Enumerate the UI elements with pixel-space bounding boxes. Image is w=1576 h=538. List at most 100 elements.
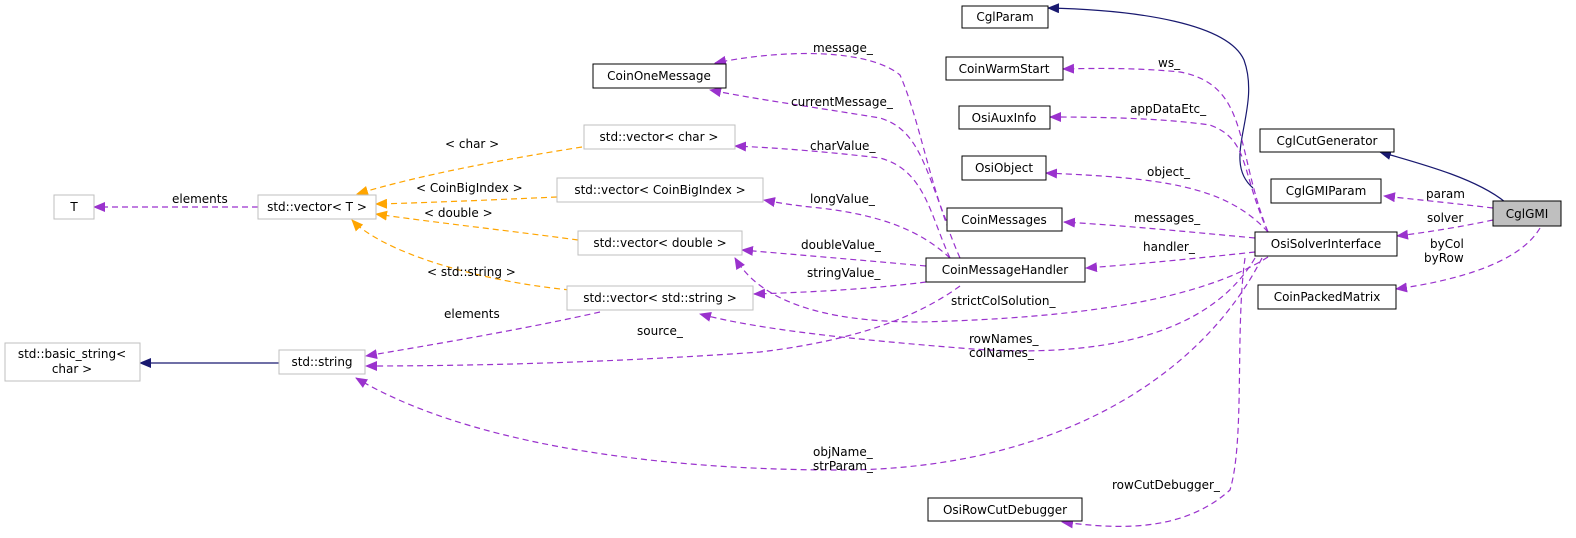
node-osiauxinfo[interactable]: OsiAuxInfo <box>958 105 1051 130</box>
edge-label-string-value: stringValue_ <box>807 266 881 280</box>
edge-bycol-byrow <box>1395 227 1541 293</box>
edge-label-message: message_ <box>813 41 874 55</box>
edge-label-param: param <box>1426 187 1465 201</box>
edge-param <box>1383 192 1494 209</box>
node-vector-char[interactable]: std::vector< char > <box>583 124 736 150</box>
svg-text:CoinMessageHandler: CoinMessageHandler <box>942 263 1069 277</box>
svg-text:std::vector< double >: std::vector< double > <box>593 236 726 250</box>
svg-text:char >: char > <box>52 362 92 376</box>
svg-text:CglCutGenerator: CglCutGenerator <box>1277 134 1378 148</box>
node-cglgmi[interactable]: CglGMI <box>1492 200 1562 227</box>
edge-label-byrow: byRow <box>1424 251 1464 265</box>
node-cglparam[interactable]: CglParam <box>961 5 1049 29</box>
edge-template-cbi <box>375 196 558 209</box>
edge-handler <box>1085 251 1256 273</box>
svg-text:OsiObject: OsiObject <box>975 161 1033 175</box>
edge-string-value <box>753 281 927 299</box>
edges <box>93 3 1541 529</box>
node-coinmessages[interactable]: CoinMessages <box>946 207 1063 232</box>
edge-label-handler: handler_ <box>1143 240 1196 254</box>
edge-current-message <box>709 87 951 231</box>
edge-label-solver: solver <box>1427 211 1463 225</box>
edge-ws <box>1062 63 1269 233</box>
node-t[interactable]: T <box>53 194 95 220</box>
svg-text:CoinMessages: CoinMessages <box>961 213 1047 227</box>
edge-row-cut-debugger <box>1061 257 1246 529</box>
node-vector-string[interactable]: std::vector< std::string > <box>566 285 754 311</box>
edge-source <box>365 285 961 371</box>
svg-text:OsiAuxInfo: OsiAuxInfo <box>972 111 1037 125</box>
edge-label-lt-cbi: < CoinBigIndex > <box>416 181 523 195</box>
edge-message <box>714 52 961 259</box>
edge-row-col-names <box>699 257 1256 352</box>
edge-messages <box>1063 217 1256 239</box>
node-coinpackedmatrix[interactable]: CoinPackedMatrix <box>1257 284 1397 310</box>
edge-cglgmi-inherits-cglcutgenerator <box>1379 150 1506 203</box>
edge-label-lt-char: < char > <box>445 137 499 151</box>
node-vector-coinbigindex[interactable]: std::vector< CoinBigIndex > <box>556 177 764 203</box>
edge-template-string <box>351 219 571 291</box>
node-coinwarmstart[interactable]: CoinWarmStart <box>945 56 1064 81</box>
nodes: CglParam CoinWarmStart CoinOneMessage Os… <box>4 5 1562 522</box>
edge-double-value <box>741 245 927 267</box>
svg-text:T: T <box>69 200 78 214</box>
edge-label-bycol: byCol <box>1430 237 1464 251</box>
svg-text:CglGMI: CglGMI <box>1506 207 1549 221</box>
node-cglgmiparam[interactable]: CglGMIParam <box>1270 178 1382 204</box>
svg-text:std::basic_string<: std::basic_string< <box>18 347 126 361</box>
edge-label-double-value: doubleValue_ <box>801 238 882 252</box>
edge-label-long-value: longValue_ <box>810 192 876 206</box>
svg-text:OsiSolverInterface: OsiSolverInterface <box>1271 237 1381 251</box>
edge-label-current-message: currentMessage_ <box>791 95 894 109</box>
edge-label-strparam: strParam_ <box>813 459 874 473</box>
node-osiobject[interactable]: OsiObject <box>961 155 1047 181</box>
edge-app-data <box>1049 112 1269 233</box>
edge-label-strict-col: strictColSolution_ <box>951 294 1056 308</box>
edge-cglgmiparam-inherits-cglparam <box>1047 3 1254 189</box>
svg-text:std::string: std::string <box>291 355 352 369</box>
edge-label-elements-t: elements <box>172 192 228 206</box>
edge-objname-strparam <box>355 257 1263 471</box>
edge-elements-string <box>365 311 601 360</box>
edge-label-objname: objName_ <box>813 445 874 459</box>
node-vector-double[interactable]: std::vector< double > <box>577 230 743 256</box>
edge-labels: message_ ws_ currentMessage_ appDataEtc_… <box>172 41 1465 492</box>
svg-text:std::vector< T >: std::vector< T > <box>267 200 367 214</box>
node-cglcutgenerator[interactable]: CglCutGenerator <box>1259 128 1395 153</box>
node-osisolverinterface[interactable]: OsiSolverInterface <box>1254 231 1398 257</box>
edge-label-messages: messages_ <box>1134 211 1201 225</box>
edge-strict-col-solution <box>734 256 1269 323</box>
edge-object <box>1045 168 1269 233</box>
edge-label-row-cut-debugger: rowCutDebugger_ <box>1112 478 1221 492</box>
edge-long-value <box>763 197 951 259</box>
edge-char-value <box>734 141 951 259</box>
svg-text:CglParam: CglParam <box>976 10 1033 24</box>
node-basic-string[interactable]: std::basic_string< char > <box>4 342 141 382</box>
svg-text:CoinWarmStart: CoinWarmStart <box>959 62 1050 76</box>
edge-label-app-data: appDataEtc_ <box>1130 102 1207 116</box>
svg-text:std::vector< std::string >: std::vector< std::string > <box>583 291 737 305</box>
edge-label-colnames: colNames_ <box>969 346 1035 360</box>
svg-text:std::vector< char >: std::vector< char > <box>600 130 719 144</box>
edge-label-rownames: rowNames_ <box>969 332 1039 346</box>
edge-template-double <box>375 210 579 241</box>
edge-label-lt-string: < std::string > <box>427 265 516 279</box>
svg-text:CoinPackedMatrix: CoinPackedMatrix <box>1274 290 1381 304</box>
svg-text:std::vector< CoinBigIndex >: std::vector< CoinBigIndex > <box>574 183 745 197</box>
node-std-string[interactable]: std::string <box>278 349 366 375</box>
node-vector-t[interactable]: std::vector< T > <box>257 194 377 220</box>
svg-text:CglGMIParam: CglGMIParam <box>1286 184 1367 198</box>
edge-label-lt-double: < double > <box>424 206 493 220</box>
svg-text:CoinOneMessage: CoinOneMessage <box>607 69 711 83</box>
edge-label-object: object_ <box>1147 165 1191 179</box>
node-coinonemessage[interactable]: CoinOneMessage <box>592 63 727 89</box>
node-coinmessagehandler[interactable]: CoinMessageHandler <box>925 257 1086 283</box>
edge-label-source: source_ <box>637 324 684 338</box>
edge-label-ws: ws_ <box>1158 56 1181 70</box>
edge-template-char <box>356 146 583 196</box>
edge-label-char-value: charValue_ <box>810 139 876 153</box>
edge-label-elements-s: elements <box>444 307 500 321</box>
svg-text:OsiRowCutDebugger: OsiRowCutDebugger <box>943 503 1067 517</box>
node-osirowcutdebugger[interactable]: OsiRowCutDebugger <box>927 497 1083 522</box>
